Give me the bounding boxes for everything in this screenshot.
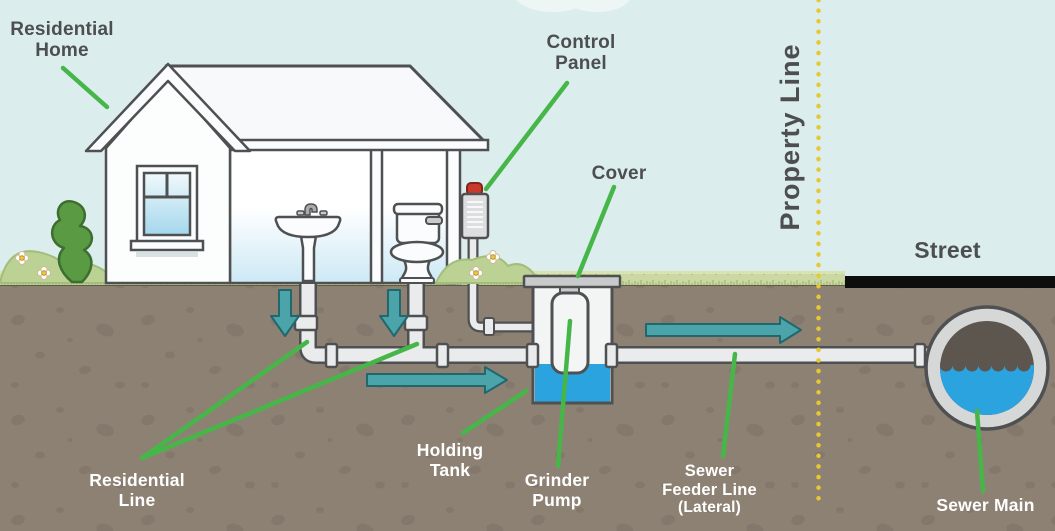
right-arrow-residential	[366, 366, 508, 394]
flowers-right	[469, 250, 500, 280]
street-label: Street	[914, 237, 981, 263]
toilet-drain-pipe	[409, 284, 465, 362]
grinder-pump-label: Grinder Pump	[524, 470, 590, 510]
holding-tank-label: Holding Tank	[416, 440, 484, 480]
leader-residential-line-2	[139, 341, 420, 461]
interior-wall	[369, 144, 384, 285]
main-coupling	[913, 342, 927, 369]
sewer-main-label: Sewer Main	[936, 495, 1035, 515]
control-panel-assembly	[460, 182, 537, 336]
sewer-feeder-line-label-line1: Sewer	[684, 462, 735, 480]
tank-inlet-coupling	[525, 342, 540, 369]
leader-cover	[575, 184, 617, 279]
pipe-couplings	[293, 314, 450, 369]
leader-grinder-pump	[555, 318, 573, 469]
pipes	[293, 284, 930, 369]
cover-label: Cover	[591, 163, 647, 184]
cloud	[516, 0, 630, 12]
flowers-left	[15, 251, 51, 280]
down-arrow-toilet	[379, 289, 409, 337]
control-panel-label: Control Panel	[546, 32, 616, 75]
sewer-feeder-line-label-line3: (Lateral)	[678, 499, 741, 517]
tank-outlet-coupling	[604, 342, 619, 369]
residential-home	[84, 62, 490, 285]
panel-vents	[467, 201, 483, 228]
sewer-feeder-line-label: Sewer Feeder Line (Lateral)	[652, 462, 767, 517]
sink	[274, 203, 342, 283]
flow-arrows	[270, 289, 802, 394]
holding-tank-assembly	[522, 274, 622, 405]
gable-roof	[84, 62, 252, 153]
sewer-main	[913, 305, 1050, 431]
right-arrow-feeder	[645, 316, 802, 344]
leader-sewer-main	[974, 408, 986, 494]
down-arrow-sink	[270, 289, 300, 337]
conduit-coupling	[483, 317, 495, 336]
leader-feeder-line	[720, 351, 738, 459]
street-asphalt	[845, 276, 1055, 288]
leader-control-panel	[483, 80, 570, 192]
leader-lines	[60, 65, 986, 494]
sewer-feeder-line-label-line2: Feeder Line	[662, 480, 757, 499]
eave-board	[228, 138, 490, 152]
residential-line-label: Residential Line	[89, 470, 185, 510]
sink-drain-pipe	[301, 284, 536, 362]
bush	[51, 199, 93, 284]
leader-residential-line-1	[139, 339, 310, 461]
window	[129, 164, 205, 257]
leader-holding-tank	[460, 388, 529, 436]
sewer-wave	[940, 358, 1031, 372]
leader-residential-home	[60, 65, 110, 110]
residential-home-label: Residential Home	[10, 19, 114, 62]
property-line-label: Property Line	[774, 43, 805, 231]
tank-cover	[522, 274, 622, 289]
toilet	[389, 202, 445, 284]
conduit	[469, 236, 537, 331]
